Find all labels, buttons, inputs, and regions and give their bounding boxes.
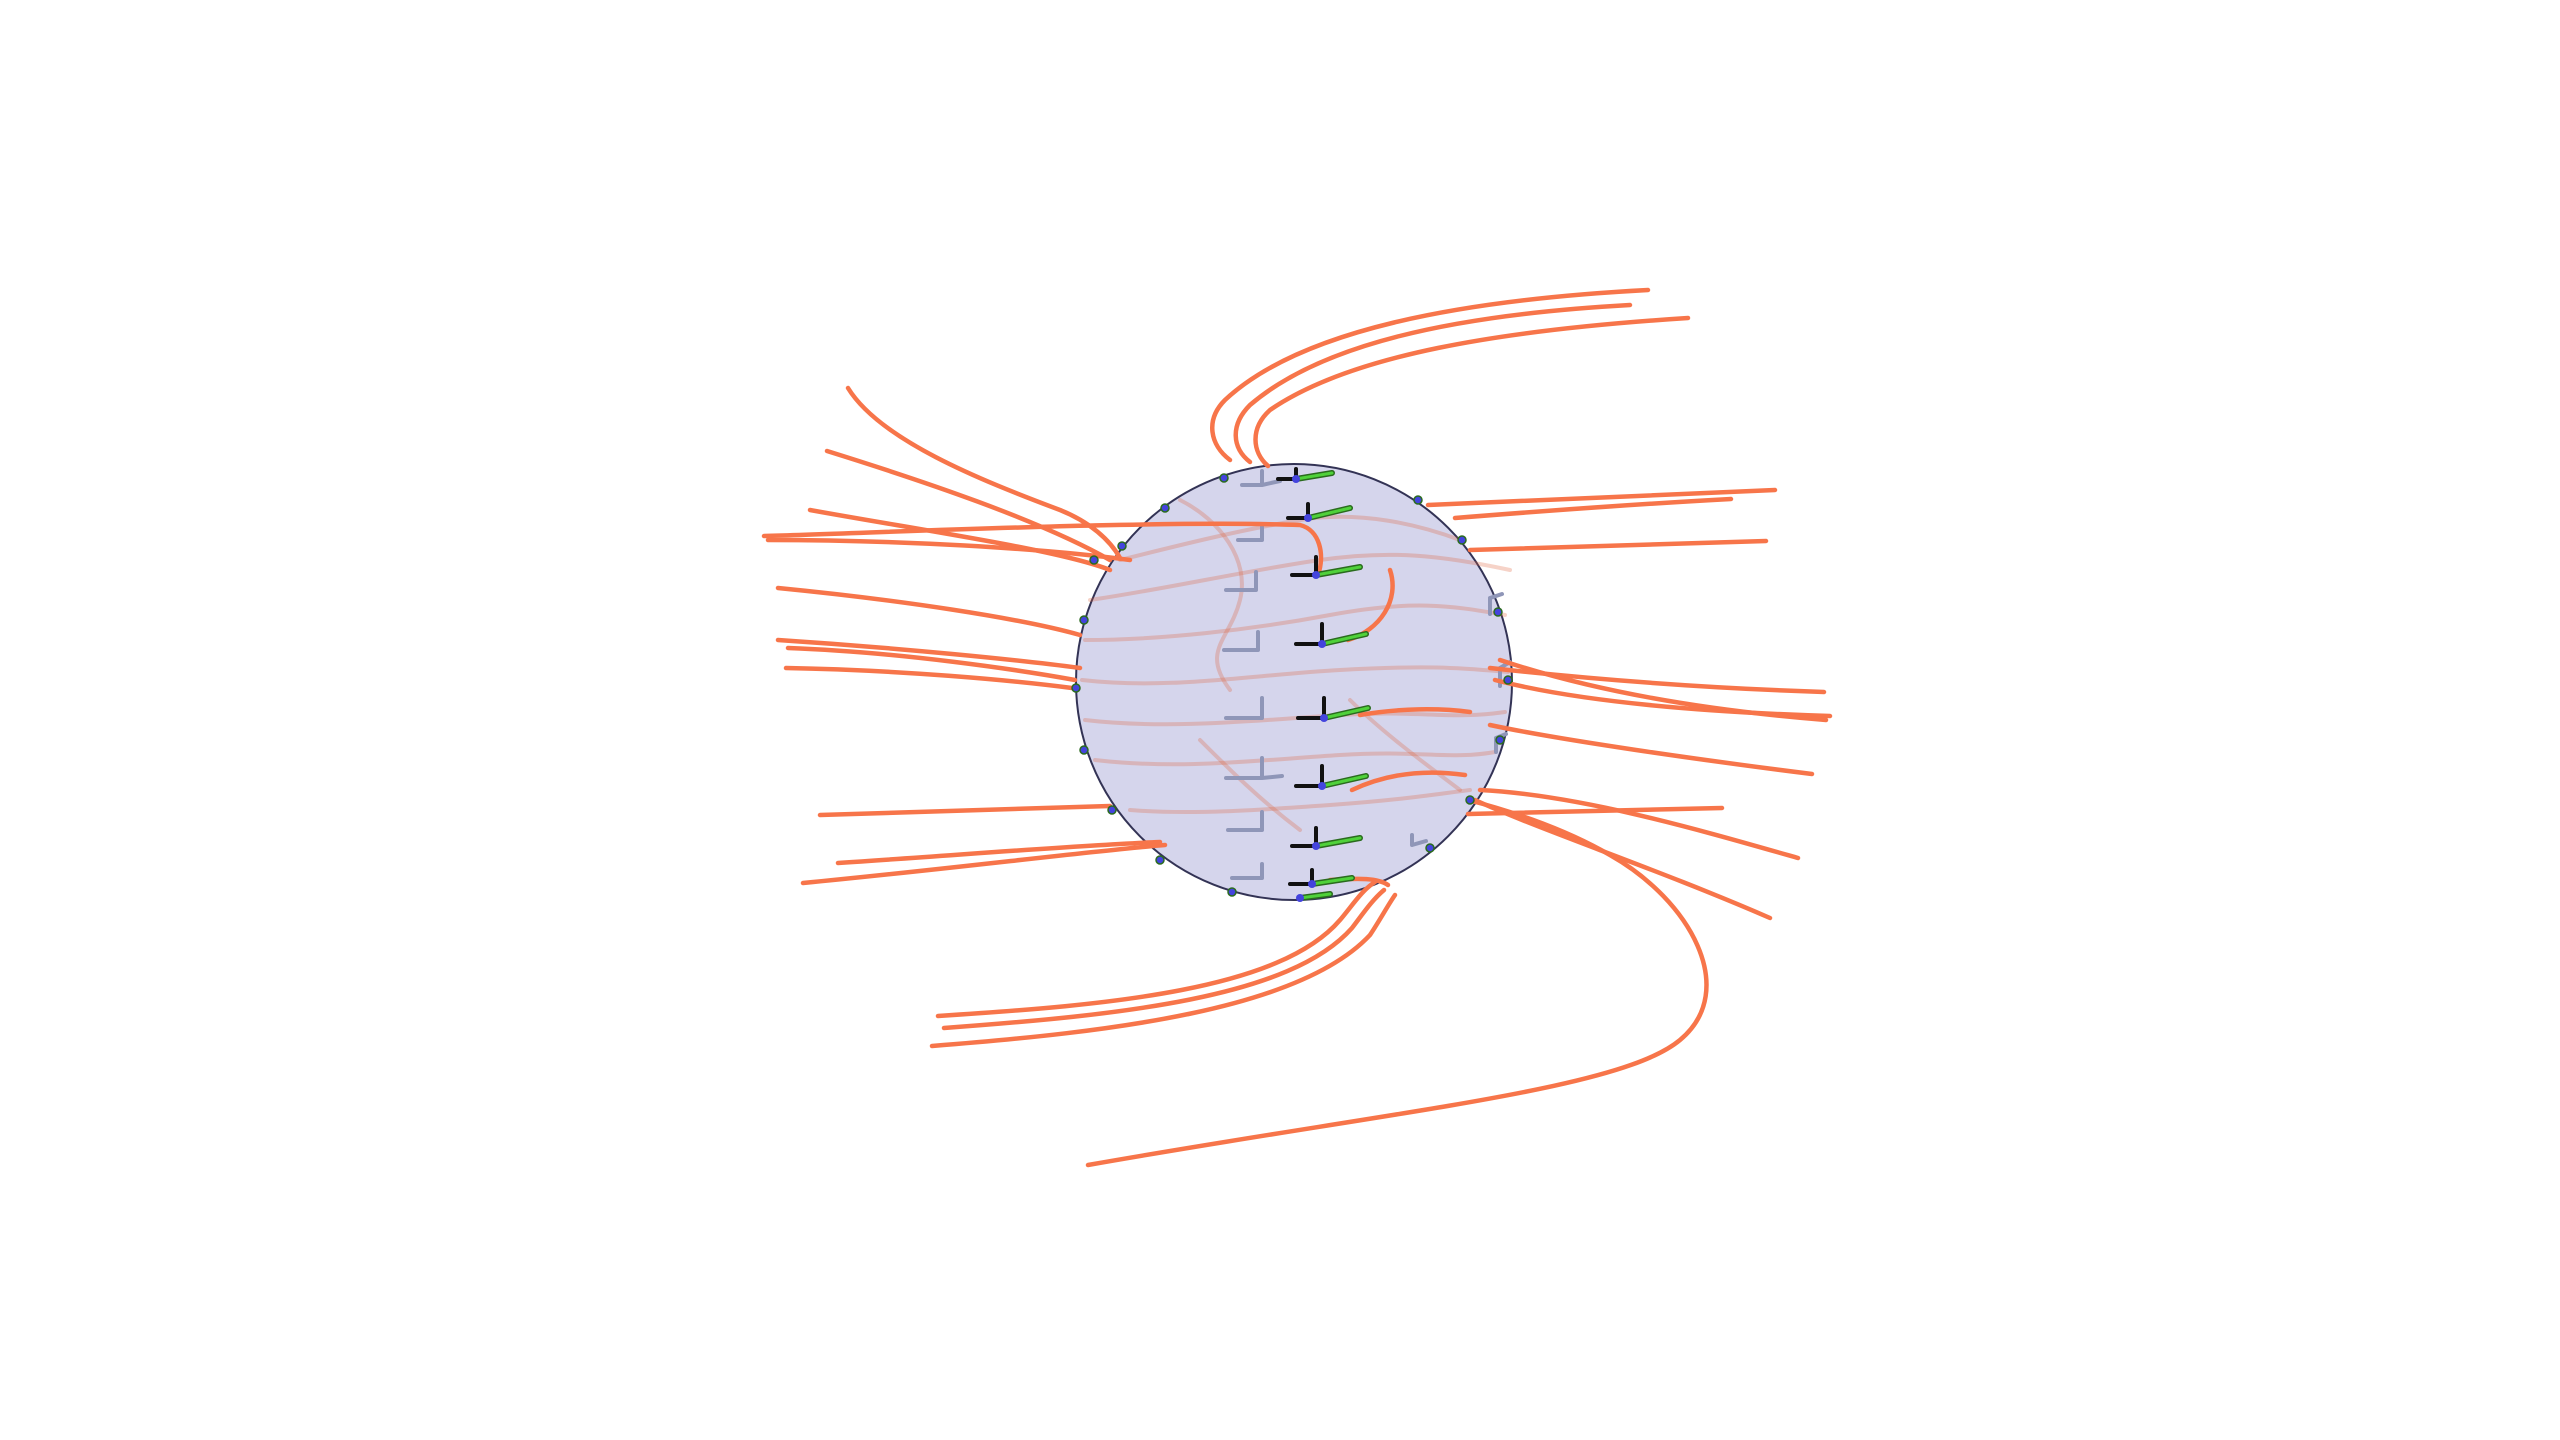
rim-node [1107, 805, 1117, 815]
coordinate-frame-icon [1290, 826, 1363, 850]
coordinate-frame-icon [1276, 467, 1335, 483]
coordinate-frame-icon [1288, 868, 1355, 888]
rim-node [1160, 503, 1170, 513]
field-line [929, 892, 1398, 1049]
coordinate-frame-icon [1294, 764, 1369, 790]
frame-markers-faded [1222, 469, 1512, 880]
coordinate-frame-icon [1240, 469, 1282, 487]
field-line [765, 537, 1133, 563]
rim-node [1495, 735, 1505, 745]
field-line [845, 385, 1123, 561]
coordinate-frame-icon [1410, 833, 1428, 847]
field-line [1487, 722, 1815, 777]
field-line [761, 521, 1324, 578]
field-line [1467, 538, 1769, 553]
field-line [1233, 302, 1633, 465]
field-line [817, 803, 1113, 818]
rim-node [1071, 683, 1081, 693]
rim-node [1457, 535, 1467, 545]
field-line [1477, 787, 1801, 861]
coordinate-frame-icon [1224, 696, 1264, 720]
coordinate-frame-icon [1296, 696, 1371, 722]
field-line-behind [1198, 738, 1302, 832]
field-line [1487, 665, 1827, 695]
field-line [1497, 657, 1829, 723]
coordinate-frame-icon [1290, 555, 1363, 579]
field-line [1253, 315, 1691, 469]
rim-node [1425, 843, 1435, 853]
rim-node [1493, 607, 1503, 617]
field-line-behind [1080, 665, 1510, 686]
field-line [824, 448, 1113, 563]
rim-markers [1071, 473, 1513, 897]
rim-node [1155, 855, 1165, 865]
field-line [1357, 707, 1473, 718]
coordinate-frame-icon [1294, 622, 1369, 648]
coordinate-frame-icon [1296, 891, 1333, 902]
frame-markers-front [1276, 467, 1371, 902]
rim-node [1465, 795, 1475, 805]
field-line [1465, 805, 1725, 817]
coordinate-frame-icon [1222, 630, 1260, 652]
coordinate-frame-icon [1224, 570, 1258, 592]
rim-node [1219, 473, 1229, 483]
field-line [1349, 770, 1468, 793]
field-line [800, 842, 1168, 886]
field-line [835, 839, 1163, 866]
field-line-behind [1083, 603, 1507, 642]
field-line [1210, 287, 1651, 463]
rim-node [1117, 541, 1127, 551]
coordinate-frame-icon [1224, 756, 1284, 780]
field-line [935, 879, 1378, 1019]
rim-node [1089, 555, 1099, 565]
field-line [1452, 496, 1734, 521]
coordinate-frame-icon [1230, 862, 1264, 880]
field-line-behind [1093, 750, 1497, 767]
field-line [807, 507, 1113, 573]
field-lines-front [761, 287, 1833, 1168]
field-line [1472, 797, 1773, 921]
rim-node [1079, 745, 1089, 755]
coordinate-frame-icon [1286, 502, 1353, 522]
field-line [783, 665, 1075, 691]
field-line-behind [1118, 514, 1462, 562]
field-line [775, 637, 1083, 671]
field-line [1085, 797, 1709, 1168]
rim-node [1227, 887, 1237, 897]
coordinate-frame-icon [1226, 810, 1264, 832]
rim-node [1503, 675, 1513, 685]
field-line [785, 645, 1078, 683]
rim-node [1413, 495, 1423, 505]
field-line [775, 585, 1083, 638]
field-line-behind [1128, 788, 1472, 815]
field-line [941, 887, 1387, 1031]
field-line [1425, 487, 1778, 508]
coordinate-frame-icon [1488, 592, 1504, 616]
rim-node [1079, 615, 1089, 625]
coordinate-frame-icon [1236, 522, 1264, 542]
